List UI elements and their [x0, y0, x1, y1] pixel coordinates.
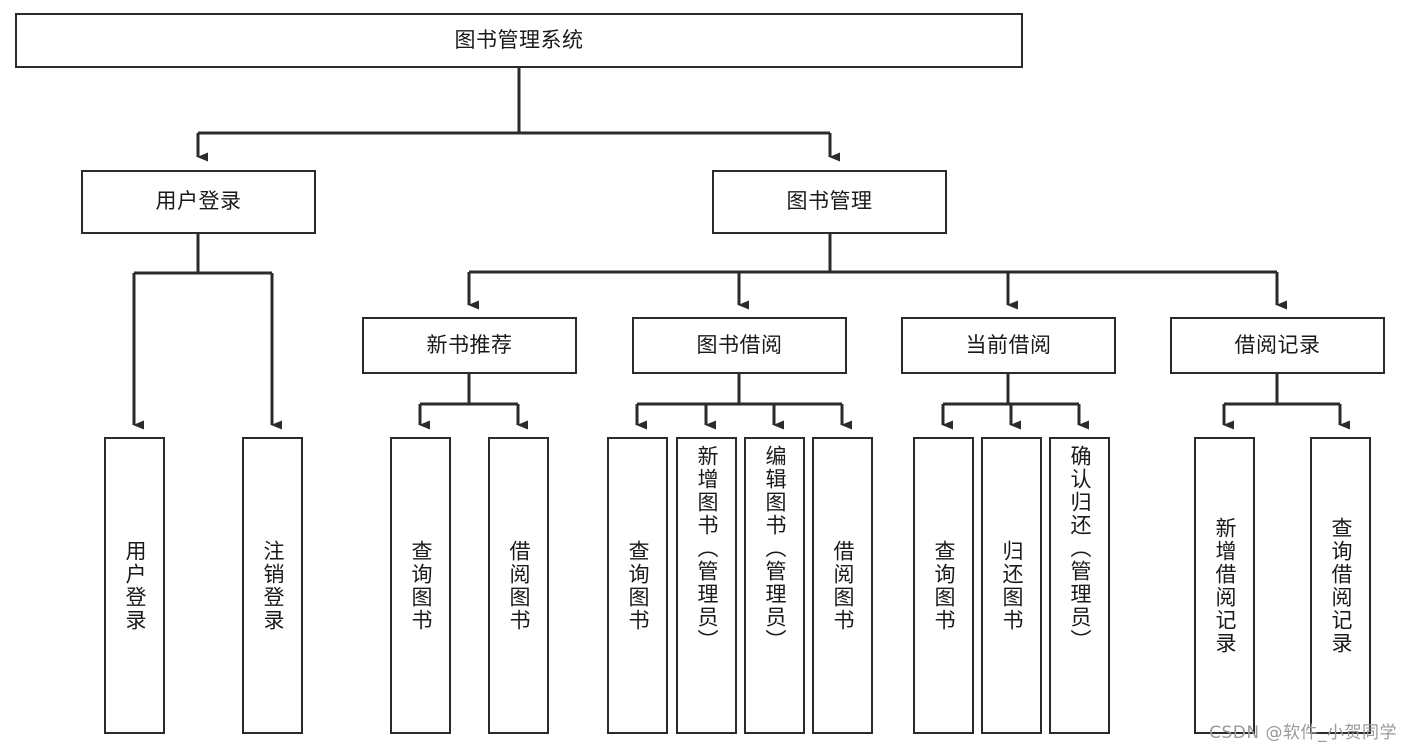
leaf-query-book-3[interactable]: 查询图书: [913, 437, 974, 734]
node-book-manage[interactable]: 图书管理: [712, 170, 947, 234]
leaf-borrow-book-2[interactable]: 借阅图书: [812, 437, 873, 734]
leaf-add-book-admin[interactable]: 新增图书（管理员）: [676, 437, 737, 734]
leaf-add-borrow-record[interactable]: 新增借阅记录: [1194, 437, 1255, 734]
leaf-confirm-return-admin[interactable]: 确认归还（管理员）: [1049, 437, 1110, 734]
watermark: CSDN @软件_小贺同学: [1209, 723, 1397, 743]
leaf-user-login-label: 用户登录: [123, 539, 147, 632]
leaf-edit-book-admin-label: 编辑图书（管理员）: [763, 445, 787, 652]
leaf-add-borrow-record-label: 新增借阅记录: [1213, 516, 1237, 655]
leaf-query-book-2[interactable]: 查询图书: [607, 437, 668, 734]
leaf-query-book-3-label: 查询图书: [932, 539, 956, 632]
leaf-query-book-1[interactable]: 查询图书: [390, 437, 451, 734]
node-book-borrow[interactable]: 图书借阅: [632, 317, 847, 374]
node-book-borrow-label: 图书借阅: [696, 332, 783, 357]
leaf-borrow-book-1-label: 借阅图书: [507, 539, 531, 632]
leaf-borrow-book-2-label: 借阅图书: [831, 539, 855, 632]
leaf-borrow-book-1[interactable]: 借阅图书: [488, 437, 549, 734]
node-new-book-recommend[interactable]: 新书推荐: [362, 317, 577, 374]
node-borrow-record[interactable]: 借阅记录: [1170, 317, 1385, 374]
leaf-confirm-return-admin-label: 确认归还（管理员）: [1068, 445, 1092, 652]
node-current-borrow-label: 当前借阅: [965, 332, 1052, 357]
node-user-login-label: 用户登录: [155, 189, 242, 214]
leaf-logout-login-label: 注销登录: [261, 539, 285, 632]
leaf-user-login[interactable]: 用户登录: [104, 437, 165, 734]
node-book-manage-label: 图书管理: [786, 189, 873, 214]
leaf-edit-book-admin[interactable]: 编辑图书（管理员）: [744, 437, 805, 734]
node-new-book-recommend-label: 新书推荐: [426, 332, 513, 357]
leaf-return-book[interactable]: 归还图书: [981, 437, 1042, 734]
leaf-add-book-admin-label: 新增图书（管理员）: [695, 445, 719, 652]
node-borrow-record-label: 借阅记录: [1234, 332, 1321, 357]
leaf-query-book-2-label: 查询图书: [626, 539, 650, 632]
node-user-login[interactable]: 用户登录: [81, 170, 316, 234]
leaf-return-book-label: 归还图书: [1000, 539, 1024, 632]
node-current-borrow[interactable]: 当前借阅: [901, 317, 1116, 374]
node-root[interactable]: 图书管理系统: [15, 13, 1023, 68]
leaf-query-book-1-label: 查询图书: [409, 539, 433, 632]
leaf-logout-login[interactable]: 注销登录: [242, 437, 303, 734]
node-root-label: 图书管理系统: [454, 27, 584, 52]
leaf-query-borrow-record[interactable]: 查询借阅记录: [1310, 437, 1371, 734]
leaf-query-borrow-record-label: 查询借阅记录: [1329, 516, 1353, 655]
